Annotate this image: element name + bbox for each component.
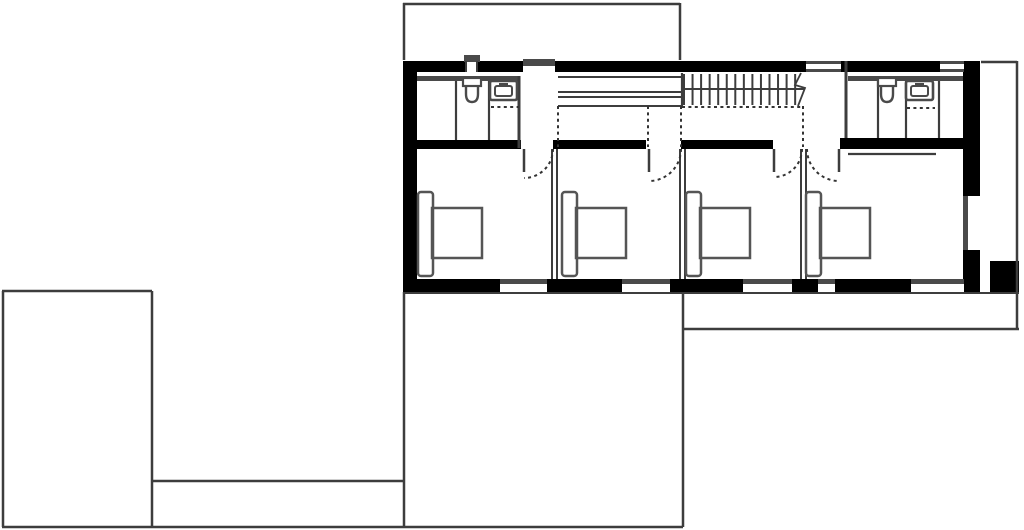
toilet-left — [461, 76, 483, 104]
corridor-wall-bedroom2 — [553, 140, 646, 149]
east-window — [968, 196, 979, 250]
bed-body — [430, 206, 484, 260]
sink-right — [904, 79, 935, 102]
sink-faucet — [499, 83, 508, 87]
door-swing-bedroom3 — [773, 148, 803, 178]
east-wall-lower — [963, 250, 980, 292]
top-window-1 — [523, 66, 555, 72]
top-window-2-band-a — [806, 61, 841, 64]
toilet-bowl — [464, 86, 480, 104]
top-window-3-band-a — [940, 61, 964, 64]
south-window-1 — [500, 284, 547, 292]
south-window-5 — [911, 284, 964, 292]
south-wall — [403, 279, 977, 292]
corridor-wall-bedroom3 — [681, 140, 773, 149]
bed-bedroom2 — [560, 190, 628, 278]
south-window-2-band — [622, 279, 670, 284]
bed-bedroom1 — [416, 190, 484, 278]
bed-bedroom4 — [804, 190, 872, 278]
bed-body — [698, 206, 752, 260]
east-window-band — [963, 196, 968, 250]
south-window-3-band — [743, 279, 792, 284]
top-wall — [403, 61, 980, 72]
vent-slot — [466, 62, 478, 72]
south-window-5-band — [911, 279, 964, 284]
top-window-3-band-b — [940, 69, 964, 72]
south-window-4 — [818, 284, 835, 292]
corridor-wall-bedroom4 — [840, 138, 963, 149]
door-swing-bedroom2 — [648, 148, 682, 182]
door-swing-bedroom4 — [806, 148, 840, 182]
top-window-1-band — [523, 59, 555, 66]
bed-bedroom3 — [684, 190, 752, 278]
toilet-bowl — [879, 86, 895, 104]
stair-break-line — [793, 72, 807, 107]
sink-faucet — [915, 83, 924, 87]
door-swing-bedroom1 — [523, 148, 554, 179]
chimney-block — [990, 261, 1019, 292]
sink-left — [488, 79, 519, 102]
top-window-2-band-b — [806, 69, 841, 72]
corridor-wall-bathroom-left — [410, 140, 521, 149]
south-window-3 — [743, 284, 792, 292]
bed-body — [574, 206, 628, 260]
south-window-2 — [622, 284, 670, 292]
west-wall — [403, 61, 417, 292]
toilet-right — [876, 76, 898, 104]
toilet-cistern — [876, 76, 898, 88]
bed-body — [818, 206, 872, 260]
top-window-2 — [806, 64, 841, 69]
vent-cap — [464, 55, 480, 62]
south-window-1-band — [500, 279, 547, 284]
south-window-4-band — [818, 279, 835, 284]
toilet-cistern — [461, 76, 483, 88]
bathroom-right-top-band — [848, 76, 963, 81]
top-window-3 — [940, 64, 964, 69]
east-wall-upper — [963, 61, 980, 196]
